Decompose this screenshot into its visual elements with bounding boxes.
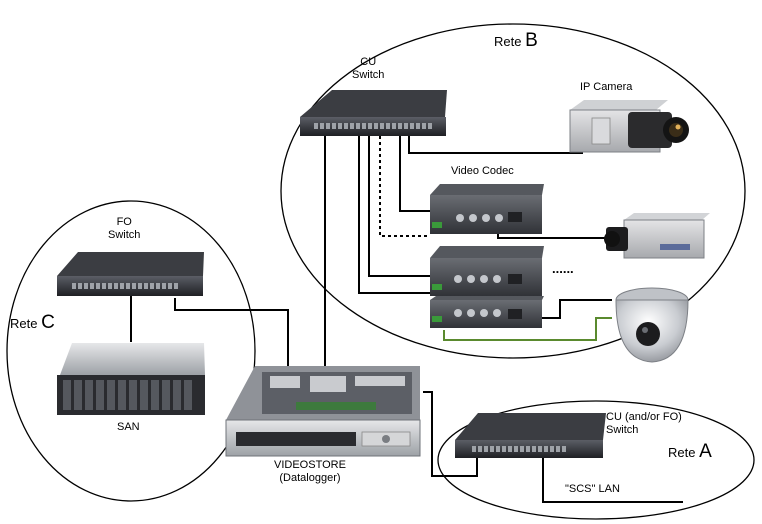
cu-fo-switch-label: CU (and/or FO) Switch (606, 411, 682, 437)
rete-a-letter: A (699, 441, 712, 462)
fo-switch-label: FO Switch (108, 216, 140, 242)
san-storage (57, 343, 205, 415)
cu-switch-b-label-line1: CU (360, 56, 377, 68)
video-codec-3 (430, 296, 544, 328)
cable-fo-to-videostore (174, 298, 289, 366)
cu-fo-switch-label-line2: Switch (606, 424, 639, 436)
cable-green-dome (443, 317, 612, 341)
cables (130, 136, 683, 503)
rete-a-label: Rete A (668, 442, 712, 461)
rete-b-letter: B (525, 30, 538, 51)
cable-scs-lan (542, 458, 683, 503)
box-camera (604, 213, 710, 259)
ip-camera-label: IP Camera (580, 81, 633, 93)
fo-switch-c (57, 252, 204, 296)
videostore-label-line2: (Datalogger) (279, 472, 341, 484)
video-codec-1 (430, 184, 544, 234)
rete-a-word: Rete (668, 445, 696, 460)
network-a-ellipse (437, 400, 755, 520)
cable-cu-to-codec1 (399, 136, 430, 212)
rete-c-label: Rete C (10, 313, 55, 332)
network-b-ellipse (280, 23, 746, 359)
cable-cu-to-codec3 (358, 136, 430, 294)
cable-cu-to-codec2 (368, 136, 430, 277)
scs-lan-label: "SCS" LAN (565, 483, 620, 495)
dome-camera (615, 287, 689, 363)
cu-fo-switch-label-line1: CU (and/or FO) (606, 411, 682, 423)
videostore-label-line1: VIDEOSTORE (274, 459, 346, 471)
cable-cu-dotted (379, 136, 430, 237)
cu-switch-b-label: CU Switch (352, 56, 384, 82)
rete-b-word: Rete (494, 34, 522, 49)
videostore-label: VIDEOSTORE (Datalogger) (274, 459, 346, 485)
cu-switch-b-label-line2: Switch (352, 69, 385, 81)
rete-c-letter: C (41, 312, 55, 333)
video-codec-2 (430, 246, 544, 296)
san-label: SAN (117, 421, 140, 433)
cable-videostore-to-switch-a (423, 391, 478, 477)
switch-a (455, 413, 606, 458)
videostore-server (225, 366, 421, 457)
cable-cu-to-ipcamera (408, 136, 583, 154)
fo-switch-label-line1: FO (116, 216, 132, 228)
fo-switch-label-line2: Switch (108, 229, 141, 241)
network-c-ellipse (6, 200, 256, 502)
video-codec-label: Video Codec (451, 165, 514, 177)
cu-switch-b (300, 90, 447, 136)
more-devices-dots: ...... (552, 261, 574, 276)
rete-b-label: Rete B (494, 31, 538, 50)
cable-codec1-to-camera2 (497, 234, 606, 239)
cable-codec-to-dome (542, 299, 612, 319)
rete-c-word: Rete (10, 316, 38, 331)
ip-camera (569, 100, 689, 153)
